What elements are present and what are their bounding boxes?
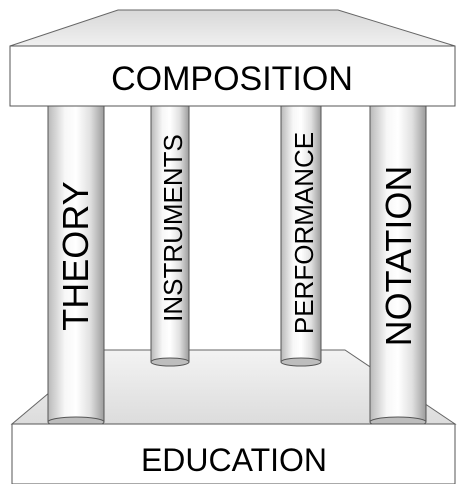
- pillar-label-performance: PERFORMANCE: [289, 132, 319, 334]
- roof-label: COMPOSITION: [111, 60, 353, 98]
- base-label: EDUCATION: [141, 442, 327, 478]
- pillar-label-theory: THEORY: [55, 181, 96, 330]
- pillar-label-instruments: INSTRUMENTS: [158, 134, 188, 322]
- pillar-label-notation: NOTATION: [378, 166, 419, 347]
- roof-top: [10, 10, 455, 46]
